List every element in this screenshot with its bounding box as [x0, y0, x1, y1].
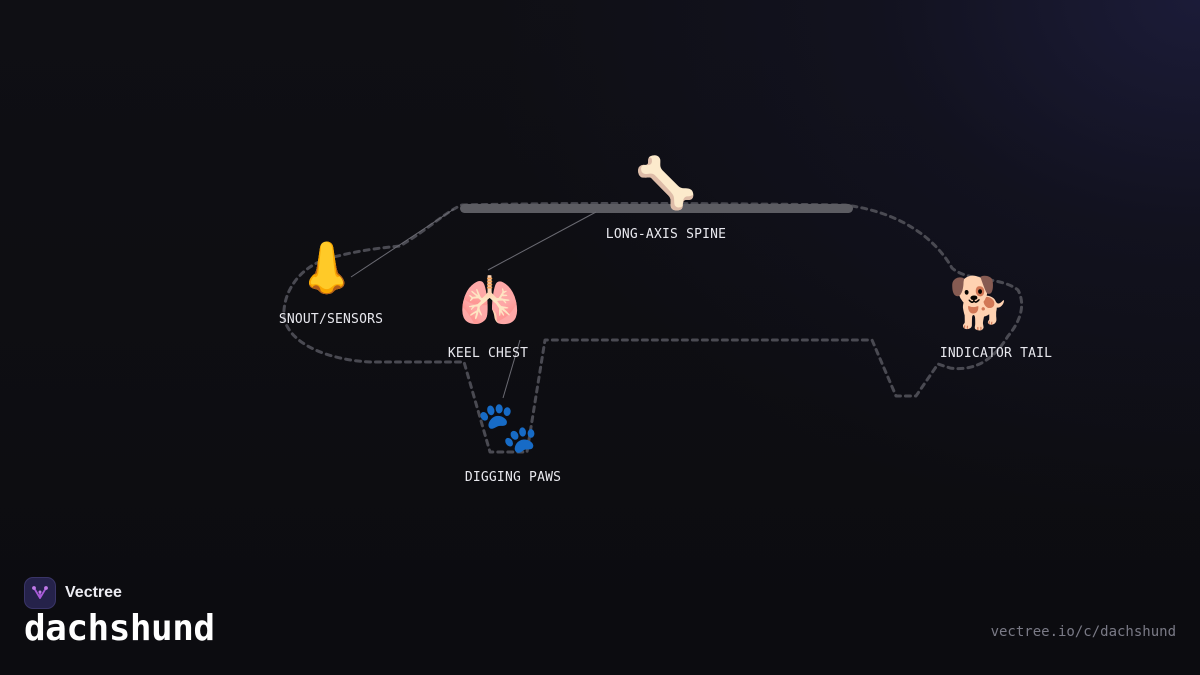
node-label-chest: KEEL CHEST	[448, 346, 528, 361]
page-url[interactable]: vectree.io/c/dachshund	[990, 624, 1176, 640]
page-title: dachshund	[24, 608, 215, 649]
node-label-snout: SNOUT/SENSORS	[279, 312, 383, 327]
bone-icon: 🦴	[635, 153, 697, 212]
node-paws[interactable]: 🐾 DIGGING PAWS	[465, 398, 561, 485]
node-chest[interactable]: 🫁 KEEL CHEST	[448, 272, 528, 361]
vectree-logo-icon	[24, 577, 56, 609]
spine-bar	[460, 204, 853, 213]
node-spine[interactable]: 🦴 LONG-AXIS SPINE	[606, 153, 726, 242]
node-tail[interactable]: 🐕 INDICATOR TAIL	[940, 274, 1052, 361]
brand-name: Vectree	[65, 584, 122, 601]
node-snout[interactable]: 👃 SNOUT/SENSORS	[279, 239, 383, 327]
node-label-spine: LONG-AXIS SPINE	[606, 227, 726, 242]
paw-prints-icon: 🐾	[477, 398, 539, 456]
connector-chest-paws	[502, 339, 521, 399]
brand[interactable]: Vectree	[24, 577, 122, 609]
node-label-tail: INDICATOR TAIL	[940, 346, 1052, 361]
lungs-icon: 🫁	[459, 272, 521, 330]
connector-snout-spine	[350, 208, 455, 278]
node-label-paws: DIGGING PAWS	[465, 470, 561, 485]
nose-icon: 👃	[296, 239, 358, 297]
dog-icon: 🐕	[949, 274, 1011, 332]
connector-chest-spine	[487, 211, 597, 271]
